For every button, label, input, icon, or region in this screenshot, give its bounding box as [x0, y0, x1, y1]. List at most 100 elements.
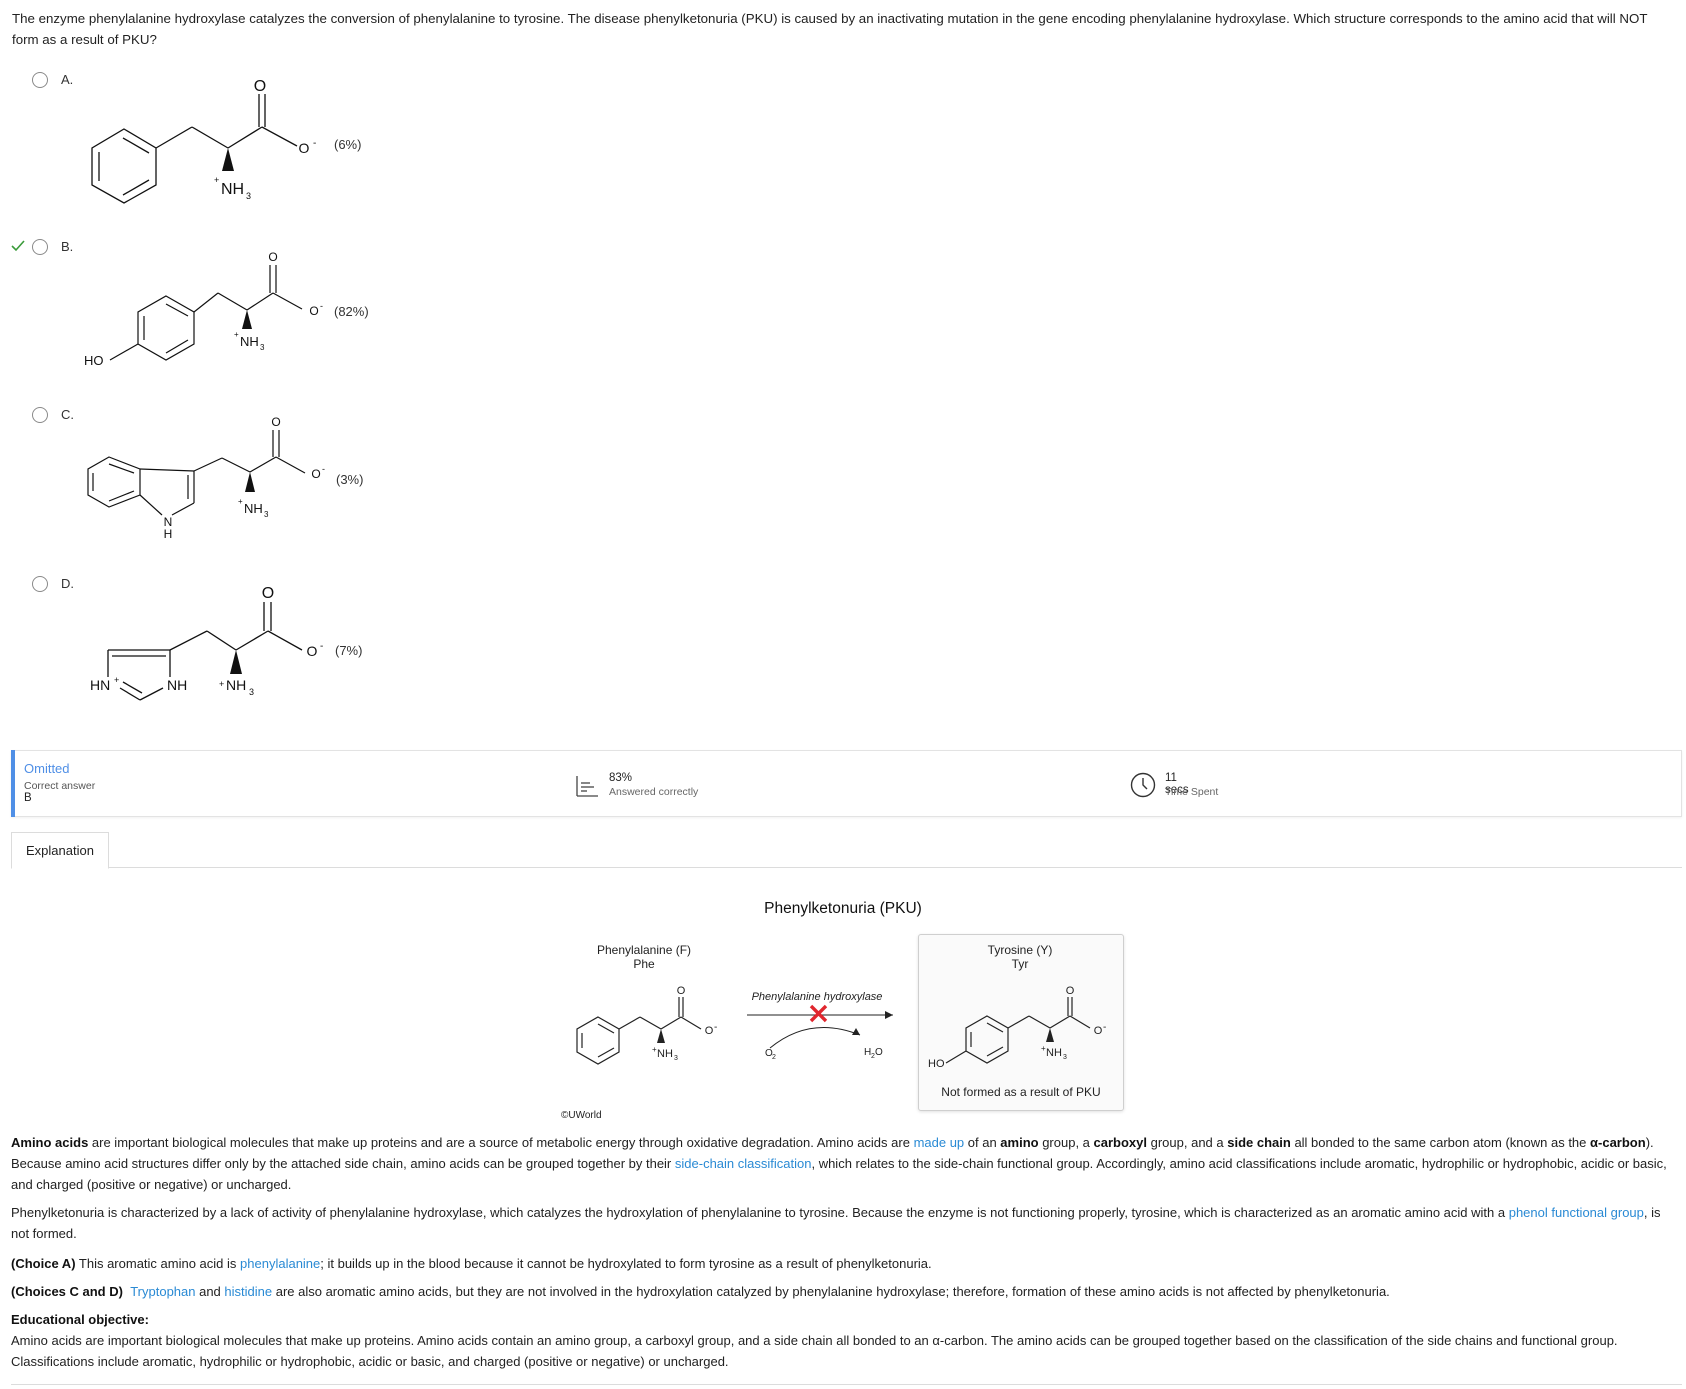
- cofactor-arc: [769, 1026, 861, 1049]
- atom-label: NH: [657, 1048, 673, 1060]
- h2o-o: O: [875, 1047, 883, 1058]
- atom-label: O: [299, 140, 310, 156]
- correct-answer-value: B: [24, 792, 32, 804]
- charge-label: +: [1041, 1044, 1046, 1053]
- tyr-name: Tyrosine (Y): [988, 943, 1053, 957]
- text-span: are also aromatic amino acids, but they …: [272, 1284, 1390, 1299]
- atom-label: N: [164, 515, 173, 529]
- correct-answer-label: Correct answer: [24, 780, 96, 792]
- explanation-paragraph-1: Amino acids are important biological mol…: [11, 1132, 1681, 1195]
- link-phenylalanine[interactable]: phenylalanine: [240, 1256, 321, 1271]
- h2o-h: H: [864, 1047, 871, 1058]
- bar-chart-icon: [576, 776, 598, 797]
- arc-head: [852, 1028, 860, 1035]
- text-span: of an: [964, 1135, 1001, 1150]
- status-accent: [11, 750, 15, 817]
- subscript-label: 3: [264, 510, 269, 519]
- arrow-head: [885, 1011, 893, 1019]
- text-span: group, a: [1038, 1135, 1094, 1150]
- atom-label: HN: [90, 677, 110, 693]
- atom-label: O: [268, 250, 277, 264]
- atom-label: HO: [84, 353, 104, 368]
- choice-b[interactable]: B. O O - + NH 3 HO (82%): [0, 235, 420, 375]
- figure-title: Phenylketonuria (PKU): [764, 900, 922, 917]
- text-span: are important biological molecules that …: [88, 1135, 914, 1150]
- choice-letter: B.: [61, 239, 74, 254]
- charge-label: -: [714, 1022, 717, 1033]
- charge-label: -: [320, 641, 323, 652]
- atom-label: O: [1066, 985, 1075, 997]
- term-carboxyl: carboxyl: [1093, 1135, 1148, 1150]
- charge-label: +: [234, 330, 239, 339]
- choice-percent: (3%): [336, 472, 364, 487]
- tyr-abbrev: Tyr: [1012, 957, 1029, 971]
- atom-label: O: [309, 304, 318, 318]
- atom-label: NH: [221, 181, 244, 198]
- link-phenol-functional-group[interactable]: phenol functional group: [1508, 1205, 1644, 1220]
- copyright: ©UWorld: [561, 1110, 602, 1121]
- choice-a[interactable]: A. O O - + NH 3 (6%): [0, 68, 420, 208]
- o2-subscript: 2: [772, 1054, 776, 1061]
- term-alpha-carbon: α-carbon: [1590, 1135, 1646, 1150]
- explanation-choice-a: (Choice A) This aromatic amino acid is p…: [11, 1253, 1681, 1274]
- atom-label: NH: [167, 677, 187, 693]
- atom-label: O: [262, 585, 274, 602]
- atom-label: HO: [928, 1058, 945, 1070]
- subscript-label: 3: [246, 191, 251, 201]
- objective-text: Amino acids are important biological mol…: [11, 1333, 1618, 1369]
- term-amino: amino: [1000, 1135, 1039, 1150]
- atom-label: O: [271, 415, 280, 429]
- choice-letter: D.: [61, 576, 74, 591]
- text-span: , which relates to the side-chain functi…: [11, 1156, 1667, 1192]
- radio-icon[interactable]: [32, 72, 48, 88]
- choice-c[interactable]: C. O O - + NH 3 N H (3%): [0, 403, 420, 543]
- status-omitted: Omitted: [24, 761, 70, 776]
- link-tryptophan[interactable]: Tryptophan: [130, 1284, 196, 1299]
- x-mark-icon: [809, 1004, 828, 1023]
- tyrosine-callout-box: [918, 934, 1124, 1111]
- charge-label: -: [322, 464, 325, 474]
- check-icon: [11, 240, 25, 252]
- charge-label: +: [214, 175, 219, 185]
- atom-label: O: [311, 467, 320, 481]
- text-span: Phenylketonuria is characterized by a la…: [11, 1205, 1509, 1220]
- atom-label: H: [164, 527, 173, 541]
- educational-objective: Educational objective: Amino acids are i…: [11, 1309, 1681, 1372]
- term-side-chain: side chain: [1227, 1135, 1291, 1150]
- text-span: , is not formed.: [11, 1205, 1661, 1241]
- result-stats-bar: Omitted Correct answer B 83% Answered co…: [11, 750, 1682, 817]
- link-made-up[interactable]: made up: [913, 1135, 965, 1150]
- phenylalanine-structure: [576, 997, 702, 1065]
- explanation-choices-c-d: (Choices C and D) Tryptophan and histidi…: [11, 1281, 1681, 1302]
- o2-label: O: [765, 1048, 773, 1059]
- link-side-chain-classification[interactable]: side-chain classification: [674, 1156, 812, 1171]
- h2o-subscript: 2: [871, 1053, 875, 1060]
- choice-letter: C.: [61, 407, 74, 422]
- phe-name: Phenylalanine (F): [597, 943, 691, 957]
- objective-label: Educational objective:: [11, 1312, 149, 1327]
- pku-pathway-figure: Phenylalanine (F) Phe O O - + NH 3 Pheny…: [576, 943, 1106, 1099]
- choice-percent: (6%): [334, 137, 362, 152]
- tab-explanation[interactable]: Explanation: [11, 832, 109, 869]
- phe-abbrev: Phe: [633, 957, 655, 971]
- choice-letter: A.: [61, 72, 74, 87]
- charge-label: +: [114, 675, 119, 685]
- subscript-label: 3: [1063, 1054, 1067, 1061]
- choice-percent: (82%): [334, 304, 369, 319]
- tryptophan-structure: O O - + NH 3 N H: [87, 415, 325, 541]
- radio-icon[interactable]: [32, 576, 48, 592]
- radio-icon[interactable]: [32, 239, 48, 255]
- choice-d[interactable]: D. O O - + NH 3 HN + NH (7%): [0, 572, 420, 712]
- link-histidine[interactable]: histidine: [224, 1284, 273, 1299]
- atom-label: NH: [1046, 1047, 1062, 1059]
- atom-label: O: [677, 985, 686, 997]
- text-span: group, and a: [1147, 1135, 1228, 1150]
- atom-label: O: [1094, 1025, 1103, 1037]
- choices-c-d-label: (Choices C and D): [11, 1284, 123, 1299]
- atom-label: NH: [240, 334, 259, 349]
- radio-icon[interactable]: [32, 407, 48, 423]
- text-span: all bonded to the same carbon atom (know…: [1290, 1135, 1591, 1150]
- text-span: and: [195, 1284, 225, 1299]
- tyrosine-structure: O O - + NH 3 HO: [84, 250, 323, 368]
- text-span: ). Because amino acid structures differ …: [11, 1135, 1654, 1171]
